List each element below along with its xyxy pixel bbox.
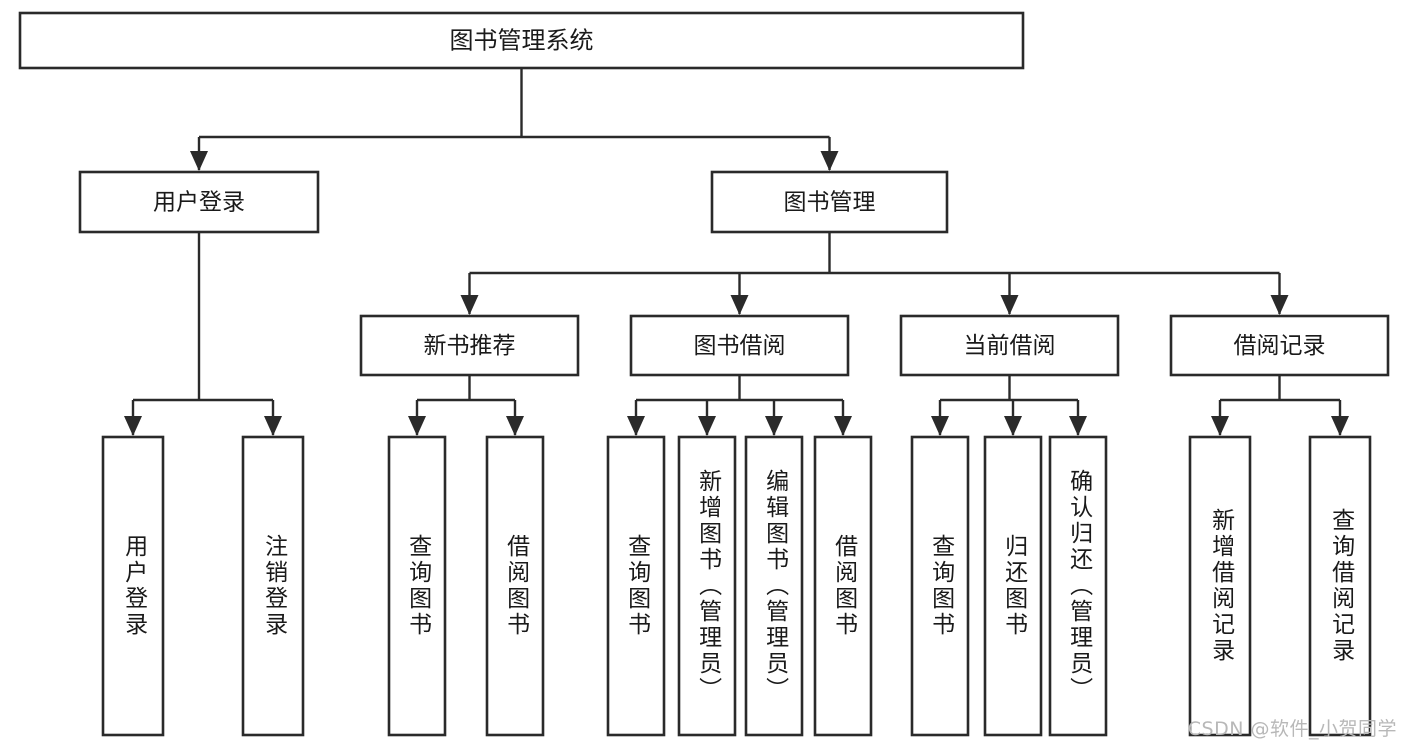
node-label-借阅记录: 借阅记录: [1234, 333, 1326, 359]
node-box-图书管理[interactable]: [710, 170, 949, 234]
arrow-head-leaf-编辑图书管理员: [765, 416, 783, 436]
arrow-head-to-图书借阅: [730, 295, 749, 315]
node-label-图书借阅: 图书借阅: [694, 333, 786, 359]
arrow-head-to-用户登录: [190, 151, 208, 171]
leaf-box-确认归还管理员[interactable]: [1048, 435, 1108, 737]
node-box-借阅记录[interactable]: [1169, 314, 1390, 377]
arrow-head-leaf-查询图书: [931, 416, 949, 436]
arrow-head-leaf-用户登录: [124, 416, 142, 436]
arrow-head-leaf-查询图书: [408, 416, 426, 436]
leaf-box-查询图书[interactable]: [387, 435, 447, 737]
leaf-box-查询图书[interactable]: [910, 435, 970, 737]
arrow-head-to-新书推荐: [460, 295, 479, 315]
leaf-box-新增借阅记录[interactable]: [1188, 435, 1252, 737]
box-layer: [18, 11, 1390, 737]
leaf-box-归还图书[interactable]: [983, 435, 1043, 737]
leaf-box-注销登录[interactable]: [241, 435, 305, 737]
arrow-head-leaf-归还图书: [1004, 416, 1022, 436]
node-label-图书管理: 图书管理: [784, 190, 876, 216]
leaf-box-查询借阅记录[interactable]: [1308, 435, 1372, 737]
leaf-box-编辑图书管理员[interactable]: [744, 435, 804, 737]
arrow-head-leaf-借阅图书: [506, 416, 524, 436]
arrow-head-to-当前借阅: [1000, 295, 1019, 315]
leaf-box-查询图书[interactable]: [606, 435, 666, 737]
node-box-用户登录[interactable]: [78, 170, 320, 234]
connector-layer: [124, 68, 1349, 436]
arrow-head-leaf-查询借阅记录: [1331, 416, 1349, 436]
leaf-box-借阅图书[interactable]: [813, 435, 873, 737]
arrow-head-leaf-新增借阅记录: [1211, 416, 1229, 436]
watermark-text: CSDN @软件_小贺同学: [1187, 718, 1397, 740]
arrow-head-leaf-确认归还管理员: [1069, 416, 1087, 436]
arrow-head-to-借阅记录: [1270, 295, 1289, 315]
node-box-新书推荐[interactable]: [359, 314, 580, 377]
node-label-root: 图书管理系统: [450, 27, 594, 55]
arrow-head-leaf-新增图书管理员: [698, 416, 716, 436]
arrow-head-leaf-注销登录: [264, 416, 282, 436]
node-box-图书借阅[interactable]: [629, 314, 850, 377]
node-label-当前借阅: 当前借阅: [964, 333, 1056, 359]
arrow-head-to-图书管理: [820, 151, 839, 171]
leaf-box-用户登录[interactable]: [101, 435, 165, 737]
leaf-box-新增图书管理员[interactable]: [677, 435, 737, 737]
arrow-head-leaf-查询图书: [627, 416, 645, 436]
node-label-用户登录: 用户登录: [153, 190, 245, 216]
arrow-head-leaf-借阅图书: [834, 416, 852, 436]
node-box-当前借阅[interactable]: [899, 314, 1120, 377]
node-box-root-图书管理系统[interactable]: [18, 11, 1025, 70]
leaf-box-借阅图书[interactable]: [485, 435, 545, 737]
node-label-新书推荐: 新书推荐: [424, 333, 516, 359]
